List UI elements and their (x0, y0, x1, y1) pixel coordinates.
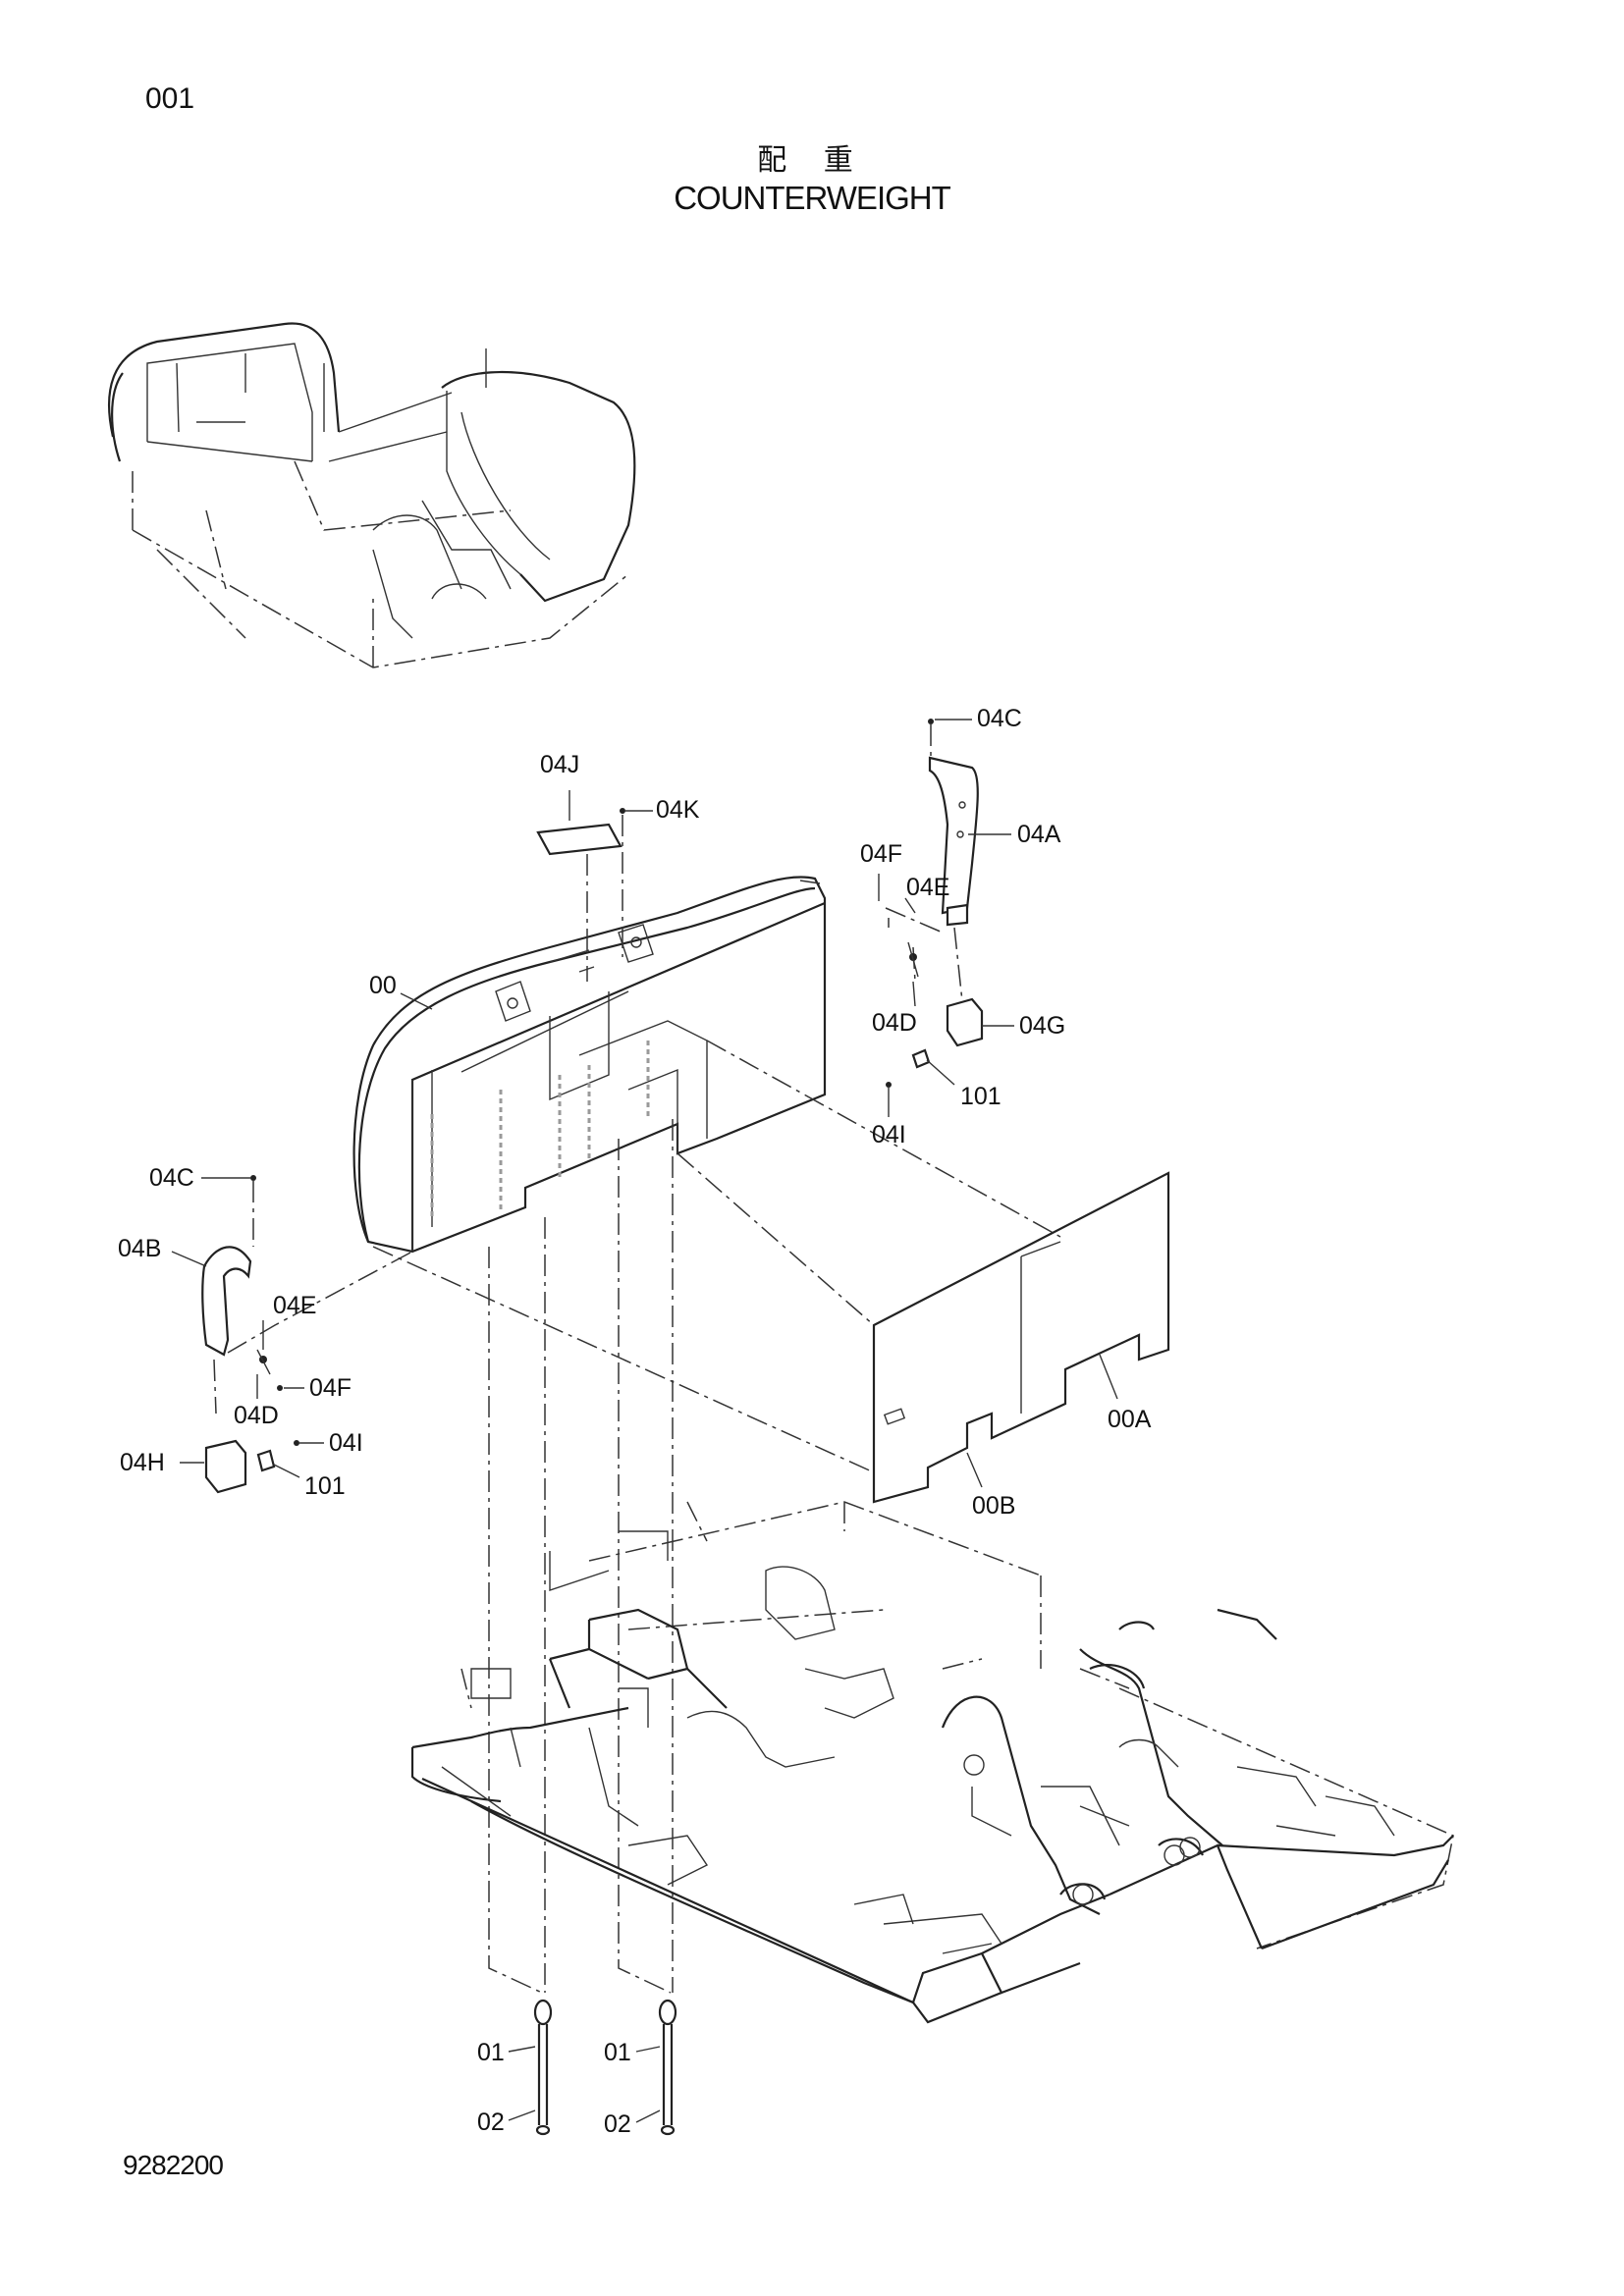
callout-04k: 04K (656, 796, 700, 824)
callout-04c-top: 04C (977, 705, 1022, 732)
page-number: 001 (145, 82, 195, 115)
leader-lines (171, 719, 1118, 2123)
callout-02-left: 02 (477, 2109, 505, 2136)
callout-04g: 04G (1019, 1012, 1066, 1040)
top-hardware (536, 719, 984, 1088)
callout-101-left: 101 (304, 1472, 346, 1500)
callout-04h: 04H (120, 1449, 165, 1476)
callout-04a: 04A (1017, 821, 1061, 848)
title-english: COUNTERWEIGHT (674, 180, 951, 216)
callout-04f-right: 04F (860, 840, 903, 868)
callout-04d-right: 04D (872, 1009, 917, 1037)
callout-04e-right: 04E (906, 874, 950, 901)
callout-01-left: 01 (477, 2039, 505, 2066)
callout-04i-right: 04I (872, 1121, 906, 1148)
upper-frame (410, 1501, 1454, 2024)
callout-00b: 00B (972, 1492, 1016, 1520)
callout-04b: 04B (118, 1235, 162, 1262)
callout-02-right: 02 (604, 2110, 631, 2138)
callout-00a: 00A (1108, 1406, 1152, 1433)
overview-illustration (107, 322, 636, 668)
title-japanese: 配 重 (757, 143, 867, 178)
callout-00: 00 (369, 972, 397, 999)
callout-04i-left: 04I (329, 1429, 363, 1457)
rear-cover-plate (372, 1040, 1170, 1504)
callout-04d-left: 04D (234, 1402, 279, 1429)
left-hardware (201, 1175, 413, 1494)
callout-04j: 04J (540, 751, 580, 778)
callout-01-right: 01 (604, 2039, 631, 2066)
callout-04c-left: 04C (149, 1164, 194, 1192)
bolt-center-lines (488, 1119, 677, 2136)
callout-101-right: 101 (960, 1083, 1001, 1110)
callout-04e-left: 04E (273, 1292, 317, 1319)
callout-04f-left: 04F (309, 1374, 352, 1402)
counterweight-body (352, 876, 827, 1254)
drawing-number: 9282200 (123, 2150, 224, 2180)
